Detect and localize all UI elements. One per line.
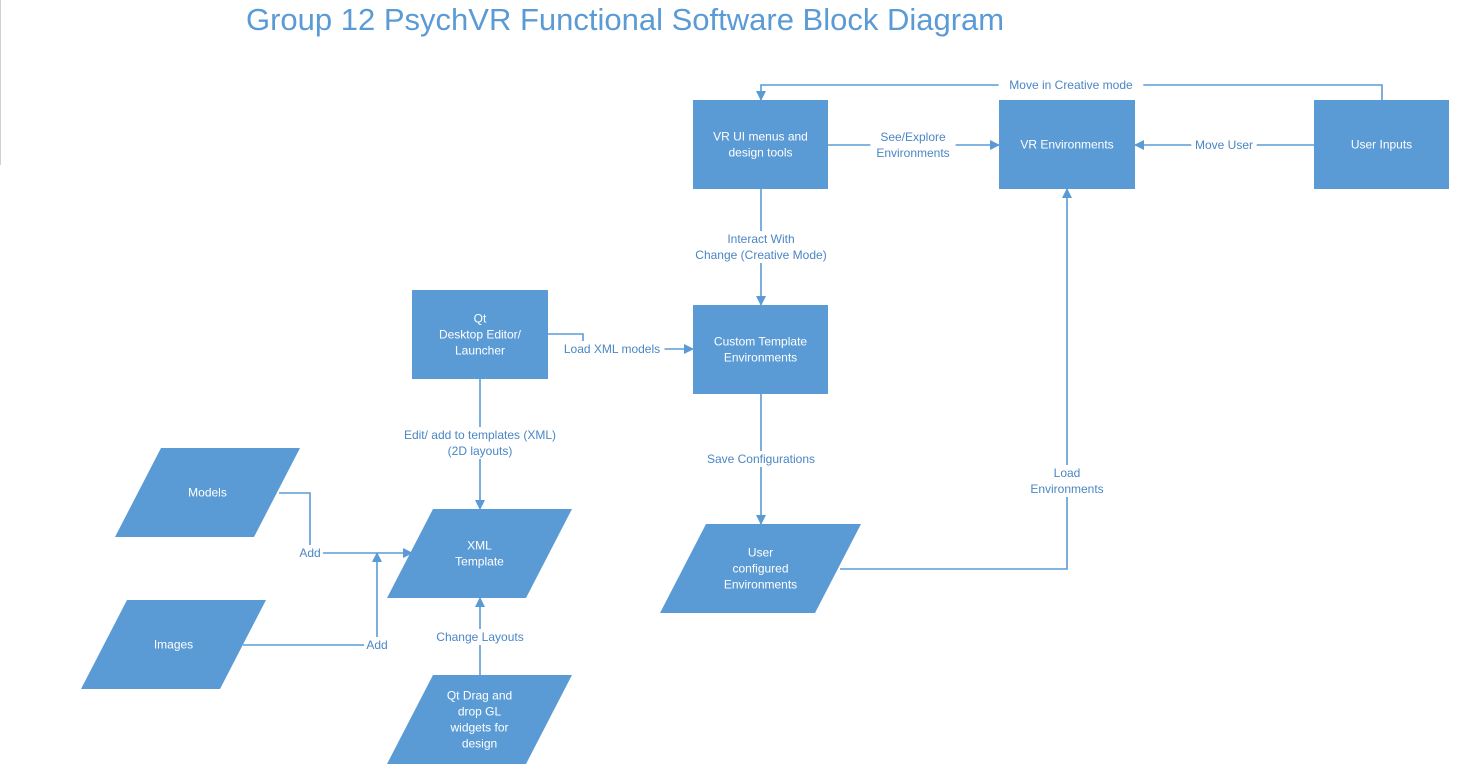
block-label-text: VR Environments <box>1020 138 1113 152</box>
block-label-text: VR UI menus and <box>713 130 808 144</box>
connector-labels-layer: Move in Creative modeSee/ExploreEnvironm… <box>297 77 1257 653</box>
connector-label-edit-add: Edit/ add to templates (XML) (2D layouts) <box>384 427 576 459</box>
block-qt-drag: Qt Drag and drop GL widgets for design <box>387 675 572 764</box>
block-label-text: configured <box>732 562 788 576</box>
block-label-text: Models <box>188 486 227 500</box>
block-label-text: User <box>748 546 773 560</box>
connector-label-text: Load <box>1054 466 1081 480</box>
connector-add-models <box>279 492 413 558</box>
block-label-text: XML <box>467 539 492 553</box>
connector-label-change-layouts: Change Layouts <box>430 629 530 645</box>
connector-label-text: Move User <box>1195 138 1253 152</box>
block-label-text: Launcher <box>455 344 505 358</box>
parallelogram-shape <box>660 524 861 613</box>
connector-label-save-config: Save Configurations <box>695 451 827 467</box>
block-label-text: widgets for <box>449 721 508 735</box>
connector-label-text: Add <box>366 638 387 652</box>
rectangle-shape <box>999 100 1135 189</box>
diagram-title: Group 12 PsychVR Functional Software Blo… <box>246 2 1005 37</box>
block-xml-template: XML Template <box>387 509 572 598</box>
connector-label-load-xml: Load XML models <box>559 341 665 357</box>
connector-label-background <box>364 637 390 653</box>
connector-load-env <box>840 188 1072 570</box>
left-margin-rule <box>0 0 1 165</box>
block-vr-env: VR Environments <box>999 100 1135 189</box>
connector-label-add-models: Add <box>297 545 323 561</box>
block-label-text: Images <box>154 638 193 652</box>
connector-label-background <box>998 77 1144 93</box>
block-label-text: Qt <box>474 312 487 326</box>
block-label-text: Custom Template <box>714 335 807 349</box>
connector-label-text: Move in Creative mode <box>1009 78 1133 92</box>
connector-label-background <box>297 545 323 561</box>
block-models: Models <box>115 448 300 537</box>
connector-label-move-creative: Move in Creative mode <box>998 77 1144 93</box>
connector-label-text: See/Explore <box>880 130 946 144</box>
block-label-text: design <box>462 737 497 751</box>
connector-label-text: Save Configurations <box>707 452 815 466</box>
parallelogram-shape <box>81 600 266 689</box>
connector-label-text: Environments <box>1030 482 1103 496</box>
block-vr-ui: VR UI menus and design tools <box>693 100 828 189</box>
connector-label-background <box>559 341 665 357</box>
connector-label-background <box>384 427 576 459</box>
block-label-text: Qt Drag and <box>447 689 512 703</box>
connector-label-background <box>1191 137 1257 153</box>
rectangle-shape <box>1314 100 1449 189</box>
parallelogram-shape <box>387 675 572 764</box>
connector-label-text: Change (Creative Mode) <box>695 248 826 262</box>
connector-label-text: Edit/ add to templates (XML) <box>404 428 556 442</box>
connector-label-background <box>1024 465 1110 497</box>
blocks-layer: VR UI menus and design tools VR Environmen… <box>81 100 1449 764</box>
connector-label-background <box>430 629 530 645</box>
rectangle-shape <box>412 290 548 379</box>
connector-label-background <box>695 451 827 467</box>
block-label-text: User Inputs <box>1351 138 1412 152</box>
block-label-text: design tools <box>728 146 792 160</box>
connector-add-images <box>243 552 382 646</box>
block-label-text: Template <box>455 555 504 569</box>
block-label-text: Environments <box>724 351 797 365</box>
connector-label-move-user: Move User <box>1191 137 1257 153</box>
rectangle-shape <box>693 305 828 394</box>
connector-label-background <box>870 129 956 161</box>
connector-label-text: Add <box>299 546 320 560</box>
parallelogram-shape <box>387 509 572 598</box>
connector-label-text: Change Layouts <box>436 630 523 644</box>
connector-label-text: Load XML models <box>564 342 660 356</box>
block-label-text: drop GL <box>458 705 502 719</box>
rectangle-shape <box>693 100 828 189</box>
connector-label-background <box>685 231 837 263</box>
parallelogram-shape <box>115 448 300 537</box>
connector-label-add-images: Add <box>364 637 390 653</box>
block-images: Images <box>81 600 266 689</box>
block-user-inputs: User Inputs <box>1314 100 1449 189</box>
block-label-text: Desktop Editor/ <box>439 328 522 342</box>
connector-label-text: (2D layouts) <box>448 444 513 458</box>
block-label-text: Environments <box>724 578 797 592</box>
connector-label-text: Environments <box>876 146 949 160</box>
connector-label-text: Interact With <box>727 232 794 246</box>
